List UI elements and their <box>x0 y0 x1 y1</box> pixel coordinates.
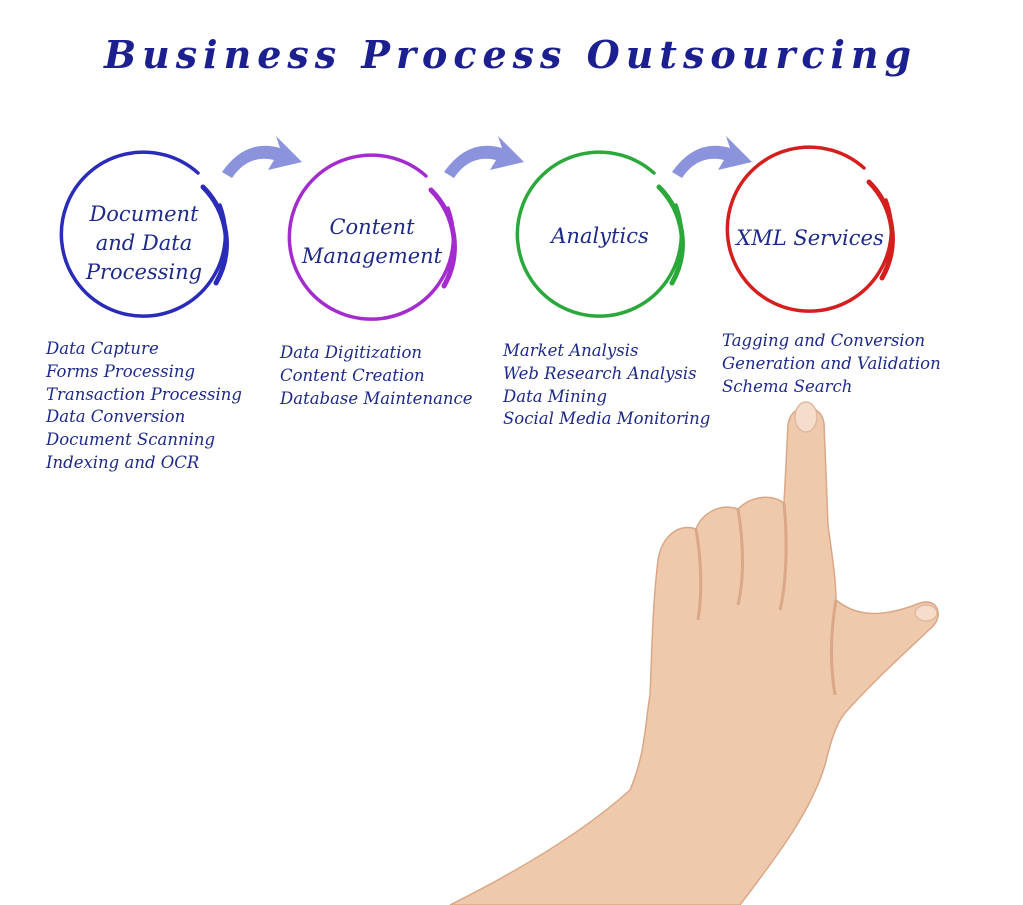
stage-items-xml-services: Tagging and Conversion Generation and Va… <box>722 330 941 398</box>
list-item: Content Creation <box>280 365 425 385</box>
list-item: Forms Processing <box>46 361 196 381</box>
pointing-hand-illustration <box>449 401 939 905</box>
stage-label-line: Content <box>329 215 415 239</box>
thumb-crease <box>829 599 838 696</box>
flow-arrow-2 <box>444 136 524 178</box>
finger-crease <box>736 508 744 606</box>
finger-crease <box>778 502 788 611</box>
stage-label-line: Processing <box>85 260 203 284</box>
diagram-title: Business Process Outsourcing <box>104 32 918 77</box>
finger-crease <box>694 528 703 621</box>
stage-circle-content-management <box>287 153 457 321</box>
list-item: Web Research Analysis <box>503 363 697 383</box>
flow-arrow-3 <box>672 136 752 178</box>
stage-circle-xml-services <box>725 145 895 313</box>
flow-arrow-1 <box>222 136 302 178</box>
fingernail <box>794 401 818 433</box>
stage-label-line: Management <box>301 244 443 268</box>
list-item: Transaction Processing <box>46 384 242 404</box>
thumbnail <box>914 604 938 622</box>
stage-label-document-processing: Document and Data Processing <box>58 200 230 287</box>
list-item: Social Media Monitoring <box>503 409 711 429</box>
stage-label-line: Document <box>89 202 199 226</box>
list-item: Database Maintenance <box>280 388 473 408</box>
stage-circle-analytics <box>515 150 685 318</box>
list-item: Market Analysis <box>503 341 639 360</box>
stage-label-line: and Data <box>95 231 193 255</box>
list-item: Indexing and OCR <box>46 452 200 472</box>
stage-label-content-management: Content Management <box>286 213 458 271</box>
stage-items-analytics: Market Analysis Web Research Analysis Da… <box>503 340 710 431</box>
stage-label-analytics: Analytics <box>514 222 686 251</box>
list-item: Document Scanning <box>46 430 216 450</box>
stage-items-document-processing: Data Capture Forms Processing Transactio… <box>46 338 242 475</box>
list-item: Tagging and Conversion <box>722 331 926 350</box>
list-item: Generation and Validation <box>722 353 941 373</box>
stage-items-content-management: Data Digitization Content Creation Datab… <box>280 342 473 410</box>
stage-label-line: XML Services <box>736 226 884 250</box>
list-item: Data Conversion <box>46 407 186 427</box>
list-item: Data Capture <box>46 339 159 358</box>
stage-label-line: Analytics <box>551 224 649 248</box>
hand-silhouette <box>449 406 939 905</box>
stage-label-xml-services: XML Services <box>722 224 898 253</box>
list-item: Data Digitization <box>280 343 423 362</box>
stage-circle-document-processing <box>59 150 229 318</box>
list-item: Schema Search <box>722 376 853 396</box>
list-item: Data Mining <box>503 386 608 406</box>
